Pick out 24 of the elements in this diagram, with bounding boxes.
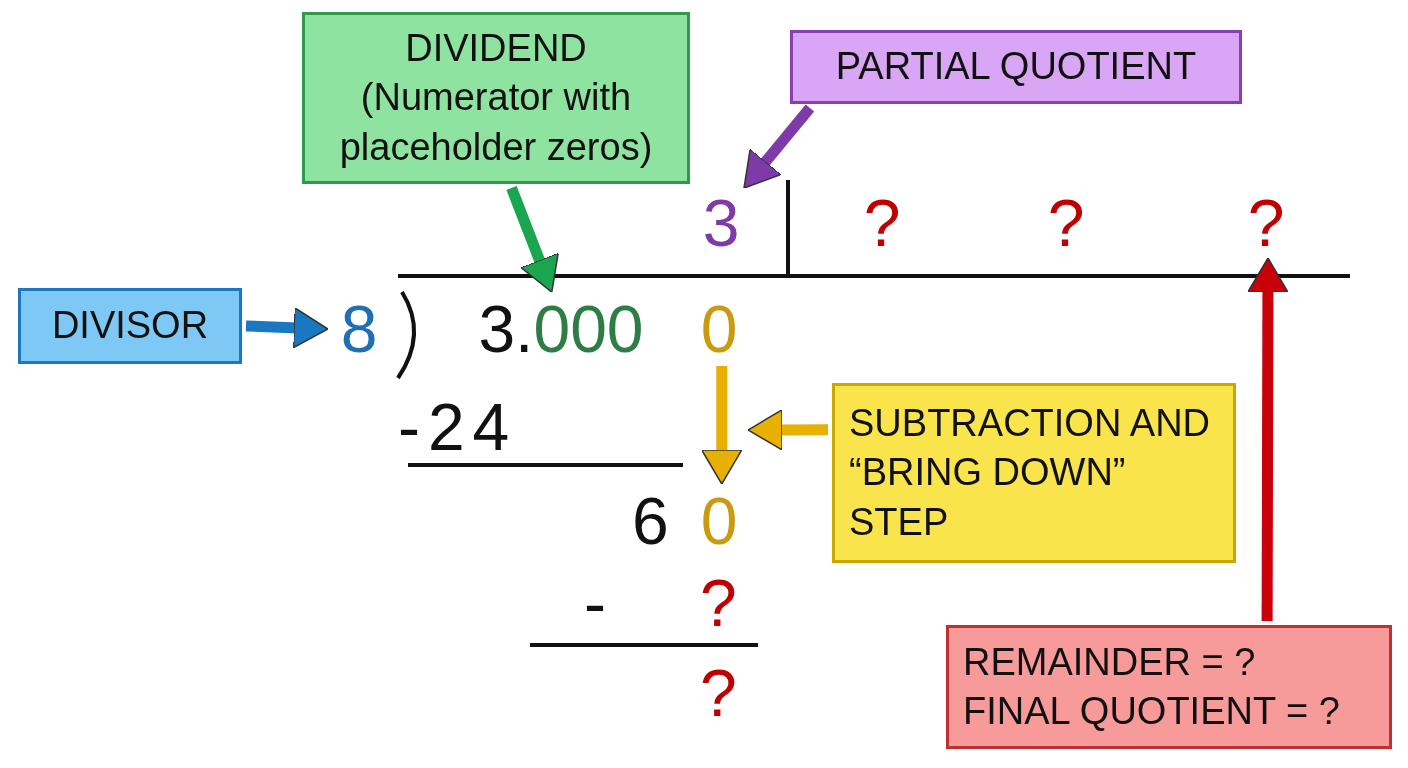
callout-box: REMAINDER = ? FINAL QUOTIENT = ? <box>946 625 1392 749</box>
question-mark: ? <box>700 570 737 636</box>
question-mark: ? <box>1246 192 1286 254</box>
arrow <box>506 186 559 293</box>
arrow <box>747 409 828 451</box>
subtracted-number: -24 <box>398 394 518 460</box>
callout-box: DIVISOR <box>18 288 242 364</box>
arrow <box>1247 257 1289 621</box>
dividend-number: 3.000 <box>446 296 676 362</box>
digit: 6 <box>632 488 669 554</box>
arrow <box>701 366 743 485</box>
divisor-number: 8 <box>332 296 386 362</box>
arrow <box>743 104 815 189</box>
callout-box: SUBTRACTION AND “BRING DOWN” STEP <box>832 383 1236 563</box>
arrow <box>245 307 329 349</box>
question-mark: ? <box>1046 192 1086 254</box>
question-mark: ? <box>700 660 737 726</box>
question-mark: ? <box>862 192 902 254</box>
callout-box: DIVIDEND (Numerator with placeholder zeros) <box>302 12 690 184</box>
digit: 0 <box>696 488 742 554</box>
quotient-digit: 3 <box>698 192 744 254</box>
callout-box: PARTIAL QUOTIENT <box>790 30 1242 104</box>
minus-sign: - <box>584 570 606 636</box>
digit: 0 <box>696 296 742 362</box>
